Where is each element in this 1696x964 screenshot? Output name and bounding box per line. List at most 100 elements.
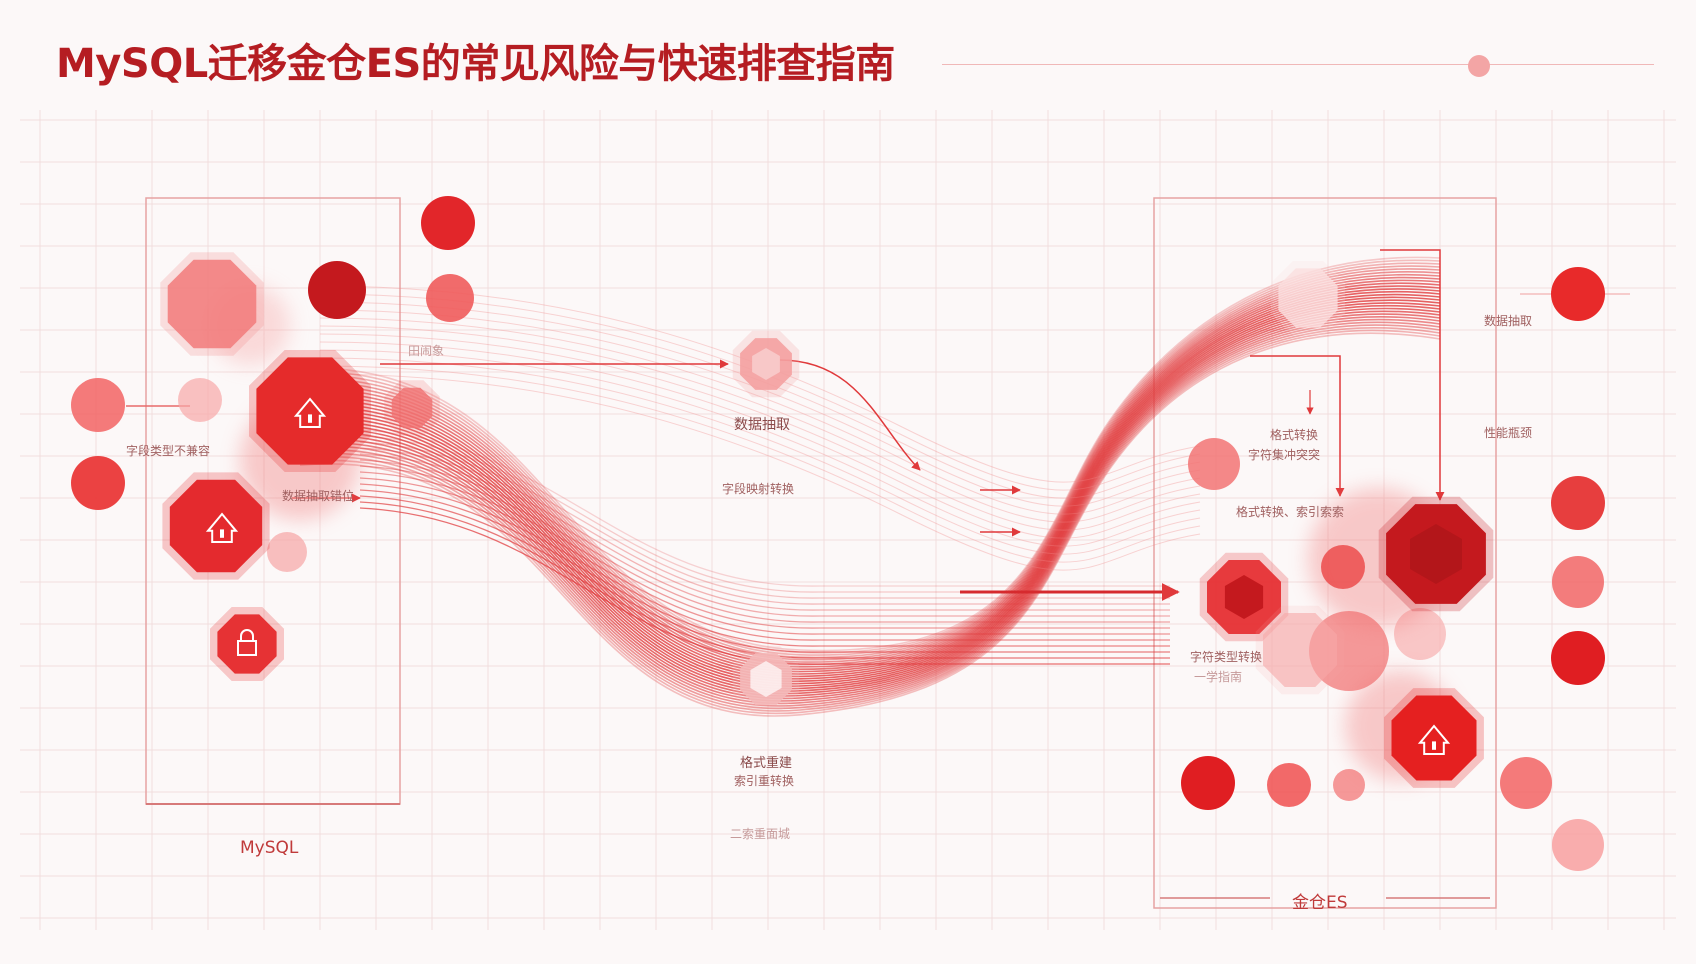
icon-shape	[205, 512, 239, 543]
title-divider	[942, 64, 1654, 65]
arrow-extract-down	[779, 359, 921, 471]
risk-node	[267, 532, 307, 572]
flow-curve-lower	[359, 429, 1170, 587]
flow-curve	[299, 310, 1441, 697]
flow-curve	[299, 276, 1441, 668]
field-mapping-label: 字段映射转换	[722, 482, 795, 496]
process-node	[1263, 613, 1337, 687]
flow-curve-lower	[359, 453, 1170, 611]
risk-node	[1552, 819, 1604, 871]
risk-node	[426, 274, 474, 322]
process-node	[391, 387, 433, 429]
flow-curve	[299, 290, 1441, 680]
icon-shape	[293, 397, 327, 428]
node-icons	[205, 397, 1451, 755]
risk-node	[71, 378, 125, 432]
flow-curve-faint	[319, 317, 1201, 515]
home-alert-icon	[293, 397, 327, 428]
kingbase-es-label: 金仓ES	[1292, 893, 1348, 913]
flow-curve-lower	[359, 435, 1170, 593]
flow-curve-faint	[319, 325, 1201, 523]
target-faint-label: 一学指南	[1194, 670, 1243, 684]
flow-curve-faint	[319, 293, 1201, 491]
flow-curve-faint	[319, 373, 1201, 571]
flow-curve-lower	[359, 483, 1170, 641]
flow-curve	[299, 329, 1441, 715]
risk-node	[308, 261, 366, 319]
flow-curve	[299, 268, 1441, 661]
flow-lines	[299, 256, 1441, 717]
risk-node	[1500, 757, 1552, 809]
format-index-label: 格式转换、索引索索	[1236, 505, 1345, 519]
lock-shackle	[240, 629, 254, 641]
process-node	[217, 614, 277, 674]
process-node	[1278, 268, 1338, 328]
process-node	[1391, 695, 1477, 781]
flow-curve	[299, 299, 1441, 687]
page-title: MySQL迁移金仓ES的常见风险与快速排查指南	[56, 41, 895, 87]
lock-body	[237, 640, 257, 656]
process-node	[256, 357, 364, 465]
process-node	[167, 259, 257, 349]
flow-curve	[299, 288, 1441, 678]
risk-node	[1333, 769, 1365, 801]
flow-curve-faint	[319, 357, 1201, 555]
es-hex-inner	[1224, 575, 1264, 619]
flow-curve	[299, 302, 1441, 690]
flow-curve	[299, 318, 1441, 705]
charset-conflict-label: 字符集冲突突	[1248, 448, 1321, 462]
risk-node	[421, 196, 475, 250]
extract-hex-inner	[752, 348, 780, 380]
format-convert-label: 格式转换	[1270, 428, 1319, 442]
risk-node	[178, 378, 222, 422]
index-convert-label: 索引重转换	[734, 774, 795, 788]
flow-curve-faint	[319, 341, 1201, 539]
data-misalign-label: 数据抽取错位	[282, 489, 355, 503]
home-warning-icon	[205, 512, 239, 543]
field-type-incompatible-label: 字段类型不兼容	[126, 444, 211, 458]
rebuild-label: 格式重建	[740, 756, 793, 771]
flow-curve	[299, 256, 1441, 652]
flow-curve	[299, 262, 1441, 656]
flow-curve	[299, 265, 1441, 659]
flow-curve-lower	[359, 465, 1170, 623]
icon-mark	[1432, 741, 1436, 750]
icon-mark	[220, 529, 224, 538]
mysql-label: MySQL	[240, 838, 299, 858]
char-type-convert-label: 字符类型转换	[1190, 650, 1263, 664]
flow-curve	[299, 279, 1441, 671]
flow-curve-lower	[359, 477, 1170, 635]
diagram-nodes	[71, 196, 1605, 871]
risk-node	[1552, 556, 1604, 608]
flow-curve-faint	[319, 301, 1201, 499]
icon-shape	[1417, 724, 1451, 755]
right-extract-label: 数据抽取	[1484, 314, 1533, 328]
arrow-es-right-down	[1380, 249, 1445, 501]
flow-curve-faint	[319, 365, 1201, 563]
risk-node	[1267, 763, 1311, 807]
flow-curve-lower	[359, 495, 1170, 653]
es-core-inner	[1410, 524, 1462, 584]
flow-curve	[299, 259, 1441, 654]
risk-node	[1551, 476, 1605, 530]
risk-node	[1551, 267, 1605, 321]
risk-node	[1551, 631, 1605, 685]
source-top-label: 田闹象	[408, 344, 445, 358]
es-panel-frame	[1153, 197, 1497, 909]
flow-curve-lower	[359, 471, 1170, 629]
flow-curve	[299, 307, 1441, 695]
flow-curve	[299, 271, 1441, 663]
rebuild-hex-inner	[750, 661, 782, 697]
risk-node	[71, 456, 125, 510]
risk-node	[1181, 756, 1235, 810]
arrow-es-down	[1250, 355, 1345, 497]
title-ornament	[1468, 55, 1490, 77]
performance-label: 性能瓶颈	[1484, 426, 1533, 440]
icon-mark	[308, 414, 312, 423]
flow-curve-faint	[319, 349, 1201, 547]
flow-curve-lower	[359, 447, 1170, 605]
flow-curve	[299, 296, 1441, 685]
panel-frames	[145, 197, 1497, 909]
